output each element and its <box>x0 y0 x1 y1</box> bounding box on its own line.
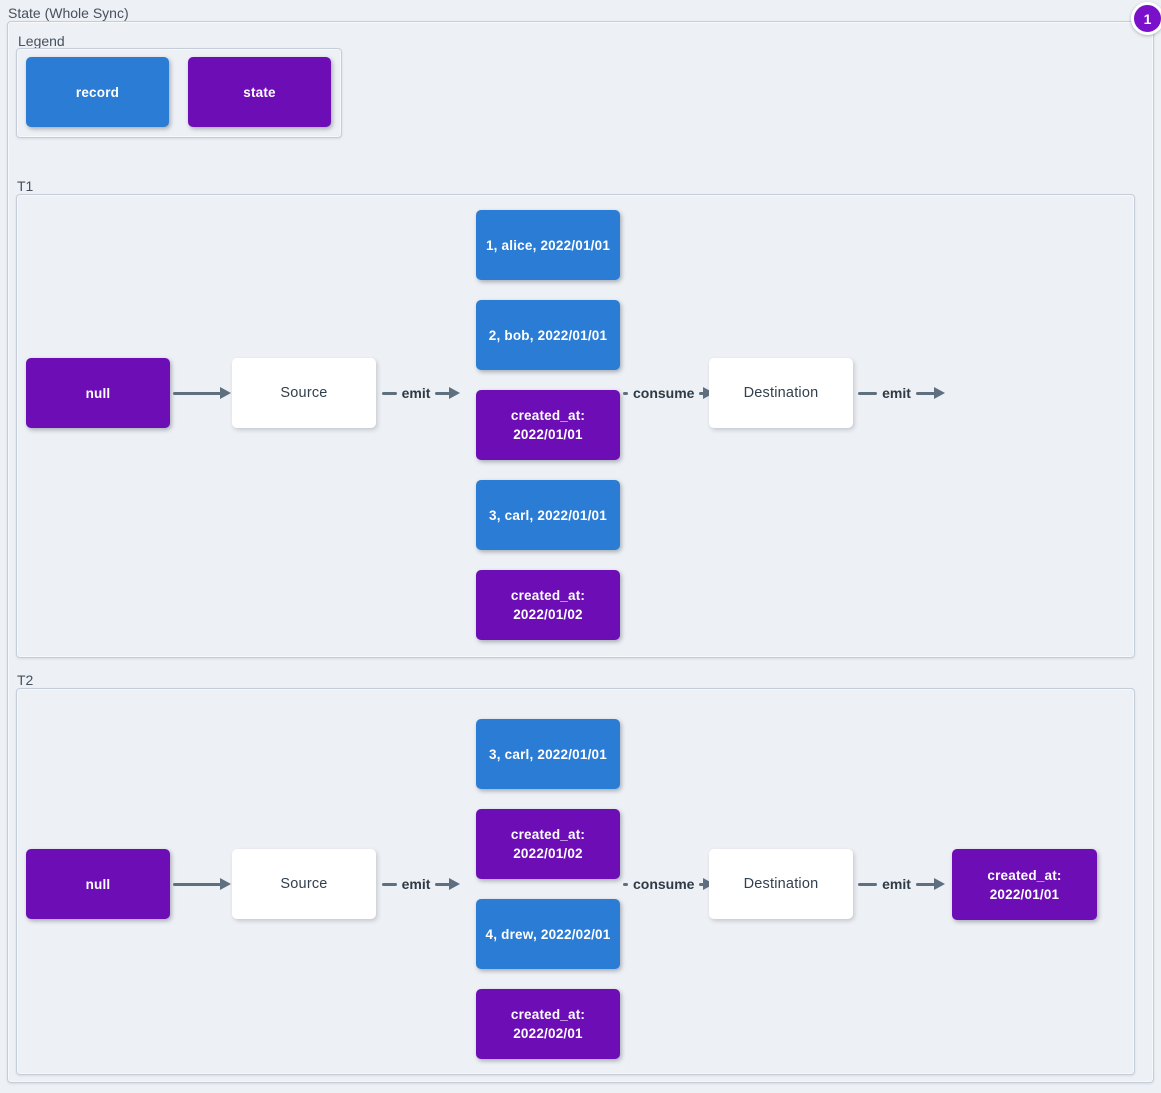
arrowhead-icon <box>703 878 715 890</box>
t2-null-to-source-arrow <box>173 874 231 894</box>
section-t1-container <box>16 194 1135 658</box>
arrowhead-icon <box>934 878 946 890</box>
state-whole-sync-container <box>7 21 1154 1083</box>
t2-queue-record-node: 4, drew, 2022/02/01 <box>476 899 620 969</box>
legend-record-node: record <box>26 57 169 127</box>
t2-source-node: Source <box>232 849 376 919</box>
arrow-line <box>435 882 451 886</box>
emit-arrow-label: emit <box>882 385 911 401</box>
t1-null-to-source-arrow <box>173 383 231 403</box>
t1-consume-arrow: consume <box>623 383 715 403</box>
arrow-line <box>173 882 221 886</box>
legend-state-node: state <box>188 57 331 127</box>
legend-label: Legend <box>18 33 65 49</box>
arrow-line <box>623 391 628 395</box>
arrow-line <box>435 391 451 395</box>
arrow-line <box>915 882 936 886</box>
consume-arrow-label: consume <box>633 385 695 401</box>
arrowhead-icon <box>449 387 461 399</box>
section-t1-label: T1 <box>17 178 34 194</box>
t2-destination-node: Destination <box>709 849 853 919</box>
t2-emitted-state-node: created_at: 2022/01/01 <box>952 849 1097 920</box>
section-t2-container <box>16 688 1135 1075</box>
t2-consume-arrow: consume <box>623 874 715 894</box>
t1-queue-record-node: 3, carl, 2022/01/01 <box>476 480 620 550</box>
arrow-line <box>858 882 878 886</box>
arrow-line <box>915 391 936 395</box>
t2-input-state-node: null <box>26 849 170 919</box>
legend-container <box>16 48 342 138</box>
diagram-title: State (Whole Sync) <box>8 5 129 21</box>
section-t2-label: T2 <box>17 672 34 688</box>
t2-destination-emit-arrow: emit <box>858 874 946 894</box>
arrow-line <box>382 882 397 886</box>
arrowhead-icon <box>703 387 715 399</box>
arrowhead-icon <box>220 387 231 399</box>
t1-destination-emit-arrow: emit <box>858 383 946 403</box>
arrow-line <box>623 882 628 886</box>
emit-arrow-label: emit <box>401 385 431 401</box>
arrow-line <box>173 391 221 395</box>
t1-source-node: Source <box>232 358 376 428</box>
step-badge[interactable]: 1 <box>1131 2 1161 35</box>
t2-source-emit-arrow: emit <box>382 874 461 894</box>
arrow-line <box>382 391 397 395</box>
t1-queue-state-node: created_at: 2022/01/02 <box>476 570 620 640</box>
emit-arrow-label: emit <box>882 876 911 892</box>
t1-source-emit-arrow: emit <box>382 383 461 403</box>
arrowhead-icon <box>449 878 461 890</box>
t2-queue-state-node: created_at: 2022/02/01 <box>476 989 620 1059</box>
emit-arrow-label: emit <box>401 876 431 892</box>
consume-arrow-label: consume <box>633 876 695 892</box>
arrowhead-icon <box>934 387 946 399</box>
t1-queue-record-node: 2, bob, 2022/01/01 <box>476 300 620 370</box>
arrowhead-icon <box>220 878 231 890</box>
t2-queue-state-node: created_at: 2022/01/02 <box>476 809 620 879</box>
t2-queue-record-node: 3, carl, 2022/01/01 <box>476 719 620 789</box>
t1-queue-record-node: 1, alice, 2022/01/01 <box>476 210 620 280</box>
arrow-line <box>699 391 705 395</box>
t1-destination-node: Destination <box>709 358 853 428</box>
arrow-line <box>858 391 878 395</box>
t1-input-state-node: null <box>26 358 170 428</box>
arrow-line <box>699 882 705 886</box>
t1-queue-state-node: created_at: 2022/01/01 <box>476 390 620 460</box>
